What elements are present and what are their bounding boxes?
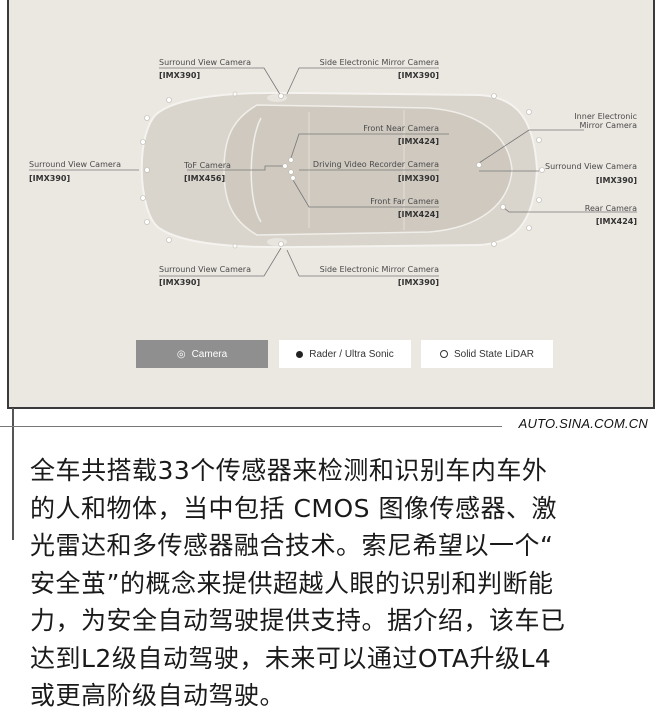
filled-dot-icon	[296, 350, 304, 358]
ring-dot-icon	[439, 350, 448, 358]
label-inner-mirror-line2: Mirror Camera	[579, 121, 637, 130]
article-line: 的人和物体，当中包括 CMOS 图像传感器、激	[30, 493, 557, 523]
label-surround-right: Surround View Camera	[545, 162, 637, 171]
legend-camera-button[interactable]: ◎ Camera	[136, 340, 268, 368]
camera-icon: ◎	[176, 348, 186, 360]
article-line: 或更高阶级自动驾驶。	[30, 681, 286, 710]
label-tof: ToF Camera	[184, 161, 231, 170]
article-line: 力，为安全自动驾驶提供支持。据介绍，该车已	[30, 606, 566, 635]
model-surround-left: [IMX390]	[29, 174, 71, 183]
watermark-text: AUTO.SINA.COM.CN	[518, 416, 648, 431]
label-mirror-top: Side Electronic Mirror Camera	[319, 58, 439, 67]
sensor-diagram-panel: Surround View Camera [IMX390] Side Elect…	[7, 0, 655, 409]
legend-radar-label: Rader / Ultra Sonic	[309, 348, 394, 360]
label-dvr: Driving Video Recorder Camera	[312, 160, 439, 169]
model-surround-top: [IMX390]	[159, 71, 201, 80]
label-rear: Rear Camera	[584, 204, 637, 213]
legend-lidar-label: Solid State LiDAR	[453, 348, 535, 360]
article-line: 全车共搭载33个传感器来检测和识别车内车外	[30, 456, 548, 485]
legend-radar-button[interactable]: Rader / Ultra Sonic	[279, 340, 411, 368]
model-tof: [IMX456]	[184, 174, 226, 183]
label-front-far: Front Far Camera	[370, 197, 439, 206]
label-surround-left: Surround View Camera	[29, 160, 121, 169]
model-front-near: [IMX424]	[397, 137, 439, 146]
model-surround-bottom: [IMX390]	[159, 278, 201, 287]
label-surround-top: Surround View Camera	[159, 58, 251, 67]
car-top-view-illustration	[29, 67, 637, 277]
model-mirror-bottom: [IMX390]	[397, 278, 439, 287]
watermark-divider	[0, 426, 502, 427]
label-mirror-bottom: Side Electronic Mirror Camera	[319, 265, 439, 274]
model-dvr: [IMX390]	[397, 174, 439, 183]
label-front-near: Front Near Camera	[363, 124, 439, 133]
legend-lidar-button[interactable]: Solid State LiDAR	[421, 340, 553, 368]
article-line: 安全茧”的概念来提供超越人眼的识别和判断能	[30, 568, 554, 598]
label-inner-mirror-line1: Inner Electronic	[574, 112, 637, 121]
left-accent-bar	[12, 408, 14, 540]
article-line: 光雷达和多传感器融合技术。索尼希望以一个“	[30, 531, 554, 560]
model-surround-right: [IMX390]	[595, 176, 637, 185]
label-surround-bottom: Surround View Camera	[159, 265, 251, 274]
model-rear: [IMX424]	[595, 217, 637, 226]
model-mirror-top: [IMX390]	[397, 71, 439, 80]
article-body: 全车共搭载33个传感器来检测和识别车内车外 的人和物体，当中包括 CMOS 图像…	[30, 452, 645, 715]
model-front-far: [IMX424]	[397, 210, 439, 219]
article-line: 达到L2级自动驾驶，未来可以通过OTA升级L4	[30, 643, 552, 673]
legend-camera-label: Camera	[191, 348, 228, 360]
